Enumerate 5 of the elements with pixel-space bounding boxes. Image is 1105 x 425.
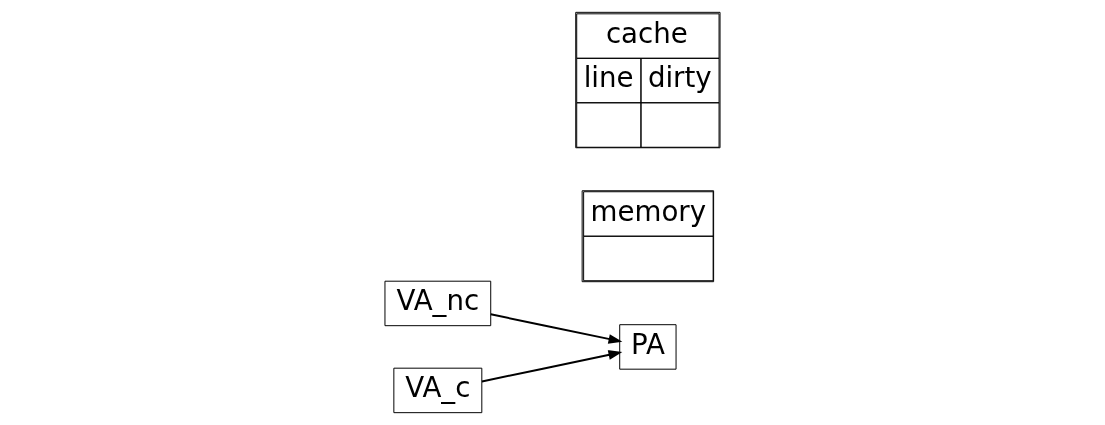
node-box: VA_nc bbox=[384, 280, 492, 327]
arrow bbox=[489, 313, 623, 344]
node-box: VA_c bbox=[393, 367, 483, 414]
node-box: PA bbox=[619, 324, 677, 370]
arrow bbox=[480, 350, 623, 383]
